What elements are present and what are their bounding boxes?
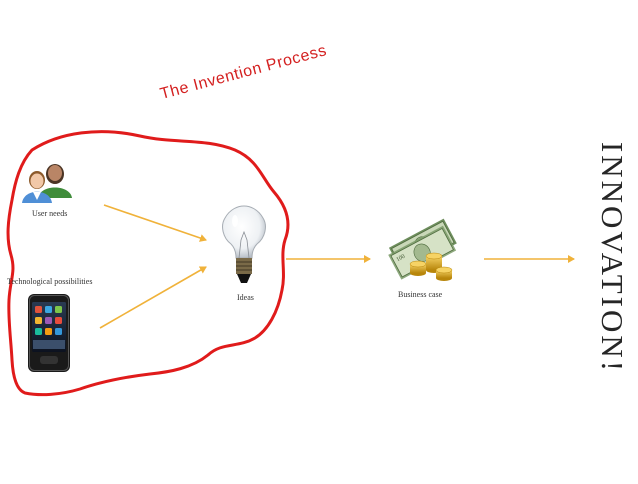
innovation-result-text: INNOVATION! — [595, 141, 630, 375]
label-technological-possibilities: Technological possibilities — [7, 277, 93, 286]
arrow-tech-to-ideas — [99, 266, 207, 329]
label-ideas: Ideas — [237, 293, 254, 302]
label-user-needs: User needs — [32, 209, 68, 218]
invention-process-boundary — [6, 130, 290, 397]
smartphone-icon — [28, 294, 70, 372]
lightbulb-icon — [222, 205, 266, 283]
money-coins-icon: 100 — [388, 218, 457, 281]
people-icon — [22, 164, 72, 203]
svg-text:100: 100 — [395, 254, 406, 264]
arrow-user-needs-to-ideas — [103, 204, 207, 242]
label-business-case: Business case — [398, 290, 443, 299]
